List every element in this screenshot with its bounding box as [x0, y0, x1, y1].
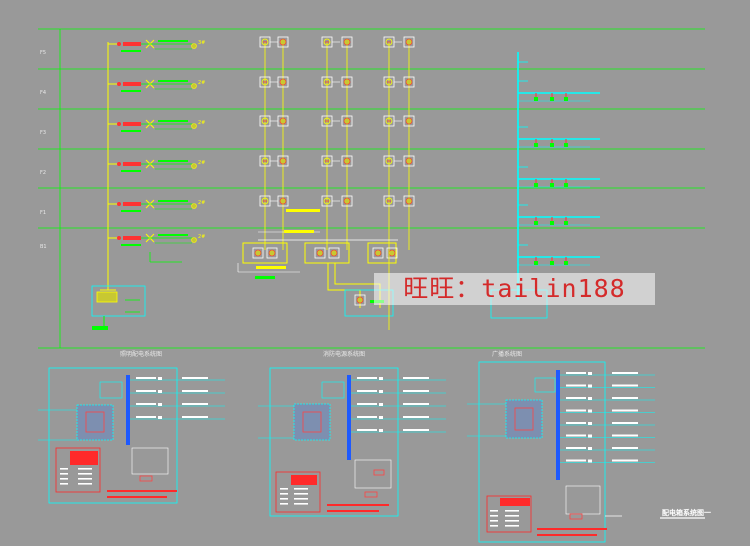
panel-left	[38, 367, 178, 504]
broadcast-branch	[518, 244, 600, 266]
circuit-row	[130, 390, 225, 394]
branch-tag: 2#	[198, 200, 206, 206]
circuit-row	[130, 416, 225, 420]
caption-broadcast: 广播系统图	[492, 351, 523, 358]
floor-branch	[108, 159, 197, 172]
drawing-title: 配电箱系统图一	[662, 509, 711, 517]
circuit-row	[560, 397, 655, 401]
circuit-row	[560, 422, 655, 426]
floor-branch	[108, 233, 197, 246]
circuit-row	[560, 447, 655, 451]
floor-branch	[108, 119, 197, 132]
broadcast-branch	[518, 166, 600, 188]
floor-label: F4	[40, 90, 47, 96]
lighting-riser	[91, 42, 146, 330]
branch-tag: 2#	[198, 160, 206, 166]
circuit-row	[560, 384, 655, 388]
lighting-branches	[108, 39, 197, 263]
circuit-row	[560, 372, 655, 376]
circuit-row	[560, 409, 655, 413]
caption-fire: 消防电源系统图	[323, 351, 366, 358]
circuit-row	[351, 429, 446, 433]
floor-branch	[108, 79, 197, 92]
circuit-row	[351, 390, 446, 394]
floor-label: F1	[40, 210, 47, 216]
caption-lighting: 照明配电系统图	[120, 351, 163, 358]
branch-tag: 2#	[198, 80, 206, 86]
circuit-row	[130, 377, 225, 381]
circuit-row	[560, 434, 655, 438]
panel-right	[467, 361, 622, 543]
broadcast-branch	[518, 80, 600, 102]
circuit-row	[351, 416, 446, 420]
floor-label: F5	[40, 50, 47, 56]
panel-middle	[258, 367, 399, 517]
circuit-row	[351, 377, 446, 381]
branch-tag: 3#	[198, 40, 206, 46]
circuit-row	[351, 403, 446, 407]
floor-branch	[108, 39, 197, 52]
broadcast-branch	[518, 126, 600, 148]
panel-notes	[60, 468, 607, 536]
circuit-row	[560, 459, 655, 463]
fire-power-grid	[264, 42, 410, 250]
fire-main-panels	[237, 209, 398, 330]
circuit-row	[130, 403, 225, 407]
floor-label: B1	[40, 244, 47, 250]
broadcast-branch	[518, 204, 600, 226]
broadcast-floors	[518, 61, 600, 266]
panel-circuit-rows	[130, 372, 655, 463]
floor-label: F2	[40, 170, 47, 176]
floor-lines	[38, 28, 705, 349]
watermark: 旺旺：tailin188	[374, 273, 655, 305]
floor-label: F3	[40, 130, 47, 136]
fire-device-cells	[259, 36, 415, 207]
branch-tag: 2#	[198, 120, 206, 126]
branch-tag: 2#	[198, 234, 206, 240]
floor-branch	[108, 199, 197, 212]
